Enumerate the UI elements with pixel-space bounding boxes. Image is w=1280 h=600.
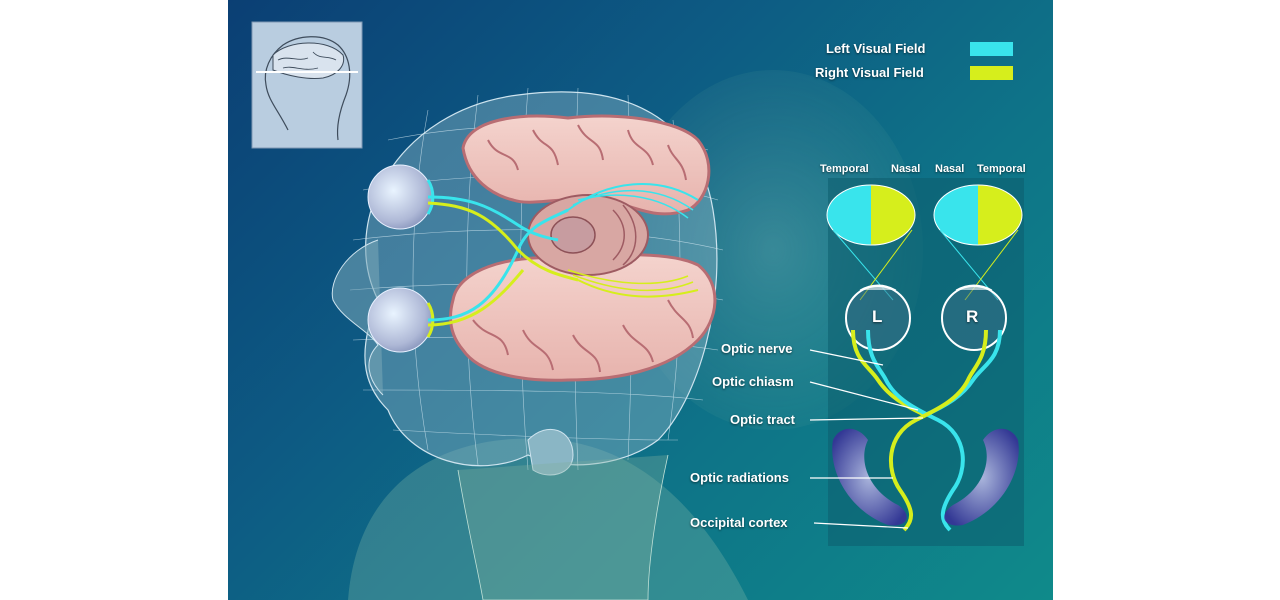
schematic-pathways xyxy=(851,329,1002,532)
brain-upper-hemisphere xyxy=(461,114,711,216)
left-visual-field-disc xyxy=(826,184,916,246)
eye-label-right: R xyxy=(966,307,979,326)
schematic-eye-right xyxy=(941,284,1007,351)
label-optic-radiations: Optic radiations xyxy=(690,470,789,485)
label-right-nasal: Nasal xyxy=(935,163,965,175)
leader-lines xyxy=(809,349,924,529)
legend-left-visual-field-label: Left Visual Field xyxy=(826,41,926,56)
midbrain xyxy=(527,194,649,276)
illustration-canvas xyxy=(251,21,1024,600)
head-optic-pathways xyxy=(427,183,699,327)
head-eyes xyxy=(367,164,435,353)
label-optic-chiasm: Optic chiasm xyxy=(712,374,794,389)
legend-left-visual-field-swatch xyxy=(970,42,1013,56)
schematic-panel xyxy=(826,178,1024,546)
label-optic-tract: Optic tract xyxy=(730,412,796,427)
legend-right-visual-field-label: Right Visual Field xyxy=(815,65,924,80)
label-right-temporal: Temporal xyxy=(977,163,1026,175)
label-optic-nerve: Optic nerve xyxy=(721,341,793,356)
schematic-eye-left xyxy=(845,284,911,351)
schematic-occipital-cortex xyxy=(832,428,1019,526)
visual-pathway-illustration: Left Visual Field Right Visual Field Tem… xyxy=(228,0,1053,600)
inset-profile-thumbnail xyxy=(251,21,363,149)
label-left-temporal: Temporal xyxy=(820,163,869,175)
right-visual-field-disc xyxy=(933,184,1023,246)
label-left-nasal: Nasal xyxy=(891,163,921,175)
label-occipital-cortex: Occipital cortex xyxy=(690,515,788,530)
legend-right-visual-field-swatch xyxy=(970,66,1013,80)
eye-label-left: L xyxy=(872,307,883,326)
